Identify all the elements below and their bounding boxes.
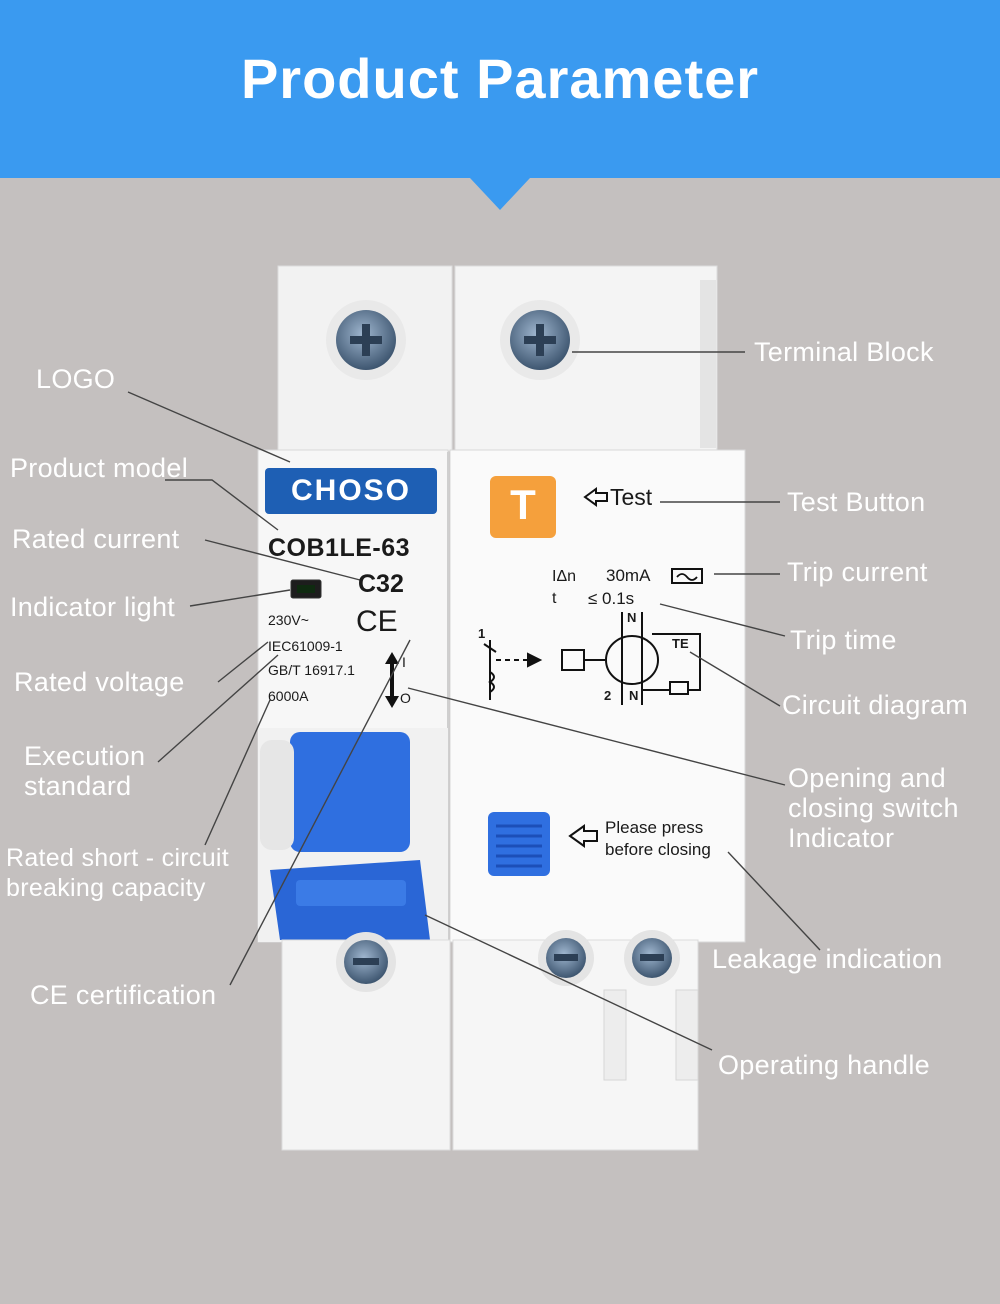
diagram-label-n-top: N <box>627 610 637 625</box>
callout-execution-standard: Execution standard <box>24 741 146 801</box>
callout-rated-voltage: Rated voltage <box>14 667 185 697</box>
test-arrow-icon <box>583 487 608 507</box>
diagram-label-1: 1 <box>478 626 486 641</box>
voltage-text: 230V~ <box>268 612 309 628</box>
leakage-indicator <box>488 812 550 876</box>
left-top-housing <box>277 265 453 452</box>
callout-rated-short-circuit: Rated short - circuit breaking capacity <box>6 844 230 902</box>
brand-logo: CHOSO <box>290 474 411 507</box>
callout-ce-certification: CE certification <box>30 980 217 1010</box>
standard-text-1: IEC61009-1 <box>268 638 343 654</box>
callout-circuit-diagram: Circuit diagram <box>782 690 969 720</box>
brand-logo-plate <box>265 468 437 514</box>
t-value: ≤ 0.1s <box>588 589 635 608</box>
header-banner: Product Parameter <box>0 0 1000 178</box>
test-button <box>490 476 556 538</box>
diagram-label-n-bottom: N <box>629 688 639 703</box>
callout-product-model: Product model <box>10 453 188 483</box>
banner-pointer <box>470 178 530 210</box>
callout-operating-handle: Operating handle <box>718 1050 930 1080</box>
product-model-text: COB1LE-63 <box>268 534 411 562</box>
page-title: Product Parameter <box>240 47 760 110</box>
callout-trip-time: Trip time <box>790 625 897 655</box>
press-arrow-icon <box>568 824 598 848</box>
right-top-housing <box>454 265 718 452</box>
bottom-screw-middle <box>538 930 594 986</box>
terminal-screw-right <box>500 300 580 380</box>
ce-mark: CE <box>356 605 398 638</box>
ac-wave-icon <box>671 568 703 584</box>
switch-on-label: I <box>402 654 406 670</box>
idn-label: IΔn <box>552 568 577 585</box>
callout-leakage-indication: Leakage indication <box>712 944 943 974</box>
leader-lines <box>127 351 821 1051</box>
idn-value: 30mA <box>606 566 651 585</box>
test-label: Test <box>610 484 653 510</box>
bottom-screw-left <box>336 932 396 992</box>
rating-text: C32 <box>358 570 404 598</box>
callout-test-button: Test Button <box>787 487 926 517</box>
press-note-line2: before closing <box>605 840 711 859</box>
diagram-label-2: 2 <box>604 688 612 703</box>
operating-handle <box>258 728 448 942</box>
diagram-label-te: TE <box>672 636 689 651</box>
switch-off-label: O <box>400 690 411 706</box>
callout-rated-current: Rated current <box>12 524 180 554</box>
callout-opening-closing: Opening and closing switch Indicator <box>788 763 959 853</box>
test-button-letter: T <box>510 481 536 528</box>
standard-text-2: GB/T 16917.1 <box>268 662 355 678</box>
press-note-line1: Please press <box>605 818 704 837</box>
t-label: t <box>552 590 557 607</box>
callout-terminal-block: Terminal Block <box>754 337 934 367</box>
callout-indicator-light: Indicator light <box>10 592 176 622</box>
callout-trip-current: Trip current <box>787 557 928 587</box>
terminal-screw-left <box>326 300 406 380</box>
callout-logo: LOGO <box>36 364 116 394</box>
breaking-capacity-text: 6000A <box>268 688 309 704</box>
bottom-screw-right <box>624 930 680 986</box>
circuit-diagram <box>483 612 701 705</box>
